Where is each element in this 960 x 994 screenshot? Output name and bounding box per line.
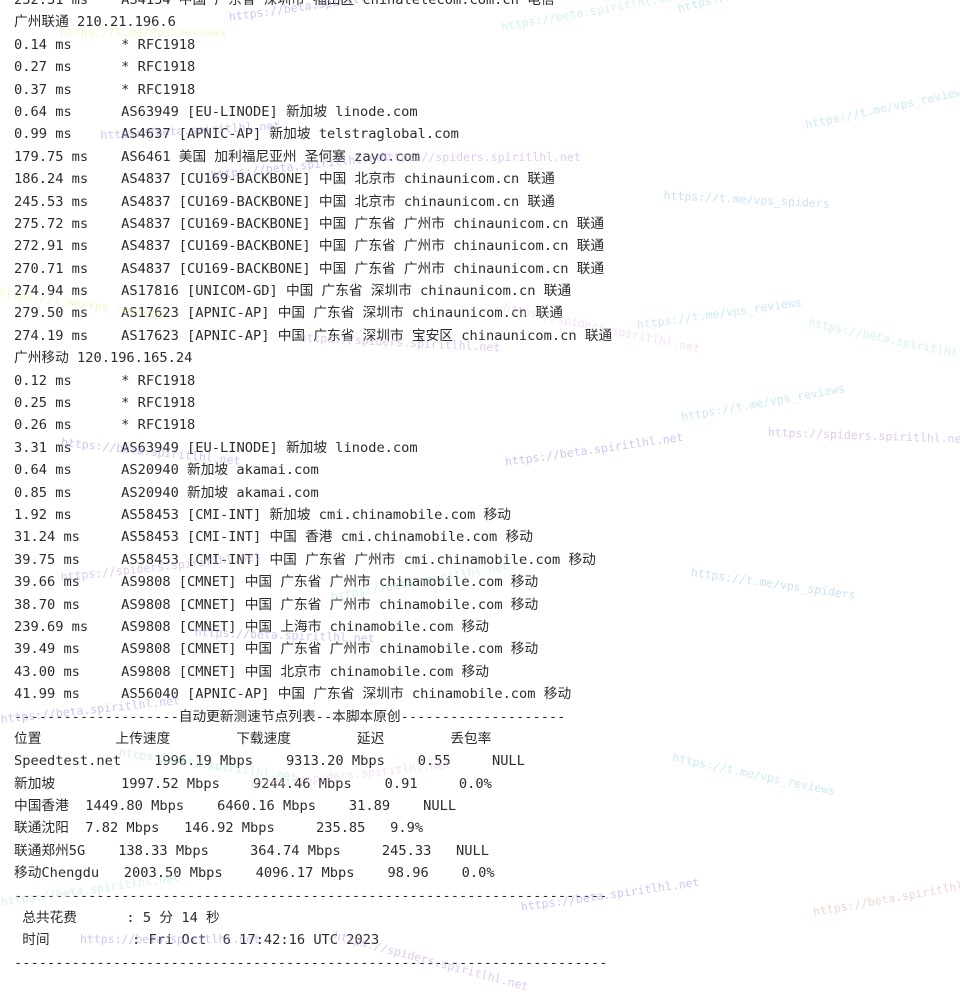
terminal-line: 270.71 ms AS4837 [CU169-BACKBONE] 中国 广东省… (14, 260, 605, 277)
terminal-line: 总共花费 : 5 分 14 秒 (14, 910, 220, 927)
watermark-text: https://beta.spiritlhl.net (812, 873, 960, 919)
terminal-line: 274.94 ms AS17816 [UNICOM-GD] 中国 广东省 深圳市… (14, 283, 572, 300)
terminal-output: 232.31 ms AS4134 中国 广东省 深圳市 福田区 chinatel… (14, 0, 612, 974)
terminal-line: 43.00 ms AS9808 [CMNET] 中国 北京市 chinamobi… (14, 663, 489, 680)
terminal-line: 272.91 ms AS4837 [CU169-BACKBONE] 中国 广东省… (14, 238, 605, 255)
watermark-text: https://t.me/vps_spiders (663, 188, 830, 211)
terminal-line: 0.26 ms * RFC1918 (14, 417, 196, 434)
terminal-line: Speedtest.net 1996.19 Mbps 9313.20 Mbps … (14, 753, 525, 770)
watermark-text: https://t.me/vps_spiders (690, 565, 857, 602)
terminal-line: 0.99 ms AS4637 [APNIC-AP] 新加坡 telstraglo… (14, 126, 459, 143)
terminal-line: ----------------------------------------… (14, 954, 608, 971)
terminal-line: 186.24 ms AS4837 [CU169-BACKBONE] 中国 北京市… (14, 171, 555, 188)
terminal-line: 232.31 ms AS4134 中国 广东省 深圳市 福田区 chinatel… (14, 0, 555, 8)
terminal-line: 179.75 ms AS6461 美国 加利福尼亚州 圣何塞 zayo.com (14, 148, 421, 165)
terminal-line: 位置 上传速度 下载速度 延迟 丢包率 (14, 730, 492, 747)
terminal-line: 39.75 ms AS58453 [CMI-INT] 中国 广东省 广州市 cm… (14, 551, 596, 568)
terminal-line: 0.85 ms AS20940 新加坡 akamai.com (14, 484, 319, 501)
terminal-line: ----------------------------------------… (14, 887, 608, 904)
watermark-text: https://t.me/vps_reviews (676, 0, 840, 16)
terminal-line: 41.99 ms AS56040 [APNIC-AP] 中国 广东省 深圳市 c… (14, 686, 572, 703)
terminal-line: 0.64 ms AS20940 新加坡 akamai.com (14, 462, 319, 479)
terminal-line: 0.64 ms AS63949 [EU-LINODE] 新加坡 linode.c… (14, 103, 418, 120)
terminal-line: 274.19 ms AS17623 [APNIC-AP] 中国 广东省 深圳市 … (14, 327, 613, 344)
terminal-line: 3.31 ms AS63949 [EU-LINODE] 新加坡 linode.c… (14, 439, 418, 456)
terminal-line: 1.92 ms AS58453 [CMI-INT] 新加坡 cmi.chinam… (14, 506, 511, 523)
terminal-line: 31.24 ms AS58453 [CMI-INT] 中国 香港 cmi.chi… (14, 529, 533, 546)
terminal-line: --------------------自动更新测速节点列表--本脚本原创---… (14, 708, 566, 725)
terminal-line: 移动Chengdu 2003.50 Mbps 4096.17 Mbps 98.9… (14, 865, 495, 882)
terminal-line: 279.50 ms AS17623 [APNIC-AP] 中国 广东省 深圳市 … (14, 305, 563, 322)
terminal-line: 0.14 ms * RFC1918 (14, 36, 196, 53)
watermark-text: https://t.me/vps_reviews (671, 750, 837, 799)
watermark-text: https://t.me/vps_reviews (804, 83, 960, 132)
terminal-line: 广州移动 120.196.165.24 (14, 350, 193, 367)
watermark-text: https://spiders.spiritlhl.net (767, 425, 960, 446)
terminal-line: 239.69 ms AS9808 [CMNET] 中国 上海市 chinamob… (14, 618, 489, 635)
terminal-line: 广州联通 210.21.196.6 (14, 14, 176, 31)
terminal-line: 275.72 ms AS4837 [CU169-BACKBONE] 中国 广东省… (14, 215, 605, 232)
watermark-text: https://t.me/vps_reviews (680, 381, 847, 424)
terminal-line: 时间 : Fri Oct 6 17:42:16 UTC 2023 (14, 932, 380, 949)
terminal-line: 0.37 ms * RFC1918 (14, 81, 196, 98)
terminal-line: 0.25 ms * RFC1918 (14, 395, 196, 412)
terminal-line: 新加坡 1997.52 Mbps 9244.46 Mbps 0.91 0.0% (14, 775, 492, 792)
terminal-line: 联通沈阳 7.82 Mbps 146.92 Mbps 235.85 9.9% (14, 820, 424, 837)
terminal-line: 39.66 ms AS9808 [CMNET] 中国 广东省 广州市 china… (14, 574, 539, 591)
terminal-line: 0.12 ms * RFC1918 (14, 372, 196, 389)
terminal-line: 245.53 ms AS4837 [CU169-BACKBONE] 中国 北京市… (14, 193, 555, 210)
watermark-text: https://t.me/vps_reviews (636, 294, 803, 332)
terminal-line: 38.70 ms AS9808 [CMNET] 中国 广东省 广州市 china… (14, 596, 539, 613)
watermark-text: https://beta.spiritlhl.net (807, 315, 960, 367)
terminal-line: 联通郑州5G 138.33 Mbps 364.74 Mbps 245.33 NU… (14, 842, 490, 859)
terminal-line: 中国香港 1449.80 Mbps 6460.16 Mbps 31.89 NUL… (14, 798, 457, 815)
terminal-line: 39.49 ms AS9808 [CMNET] 中国 广东省 广州市 china… (14, 641, 539, 658)
terminal-line: 0.27 ms * RFC1918 (14, 59, 196, 76)
